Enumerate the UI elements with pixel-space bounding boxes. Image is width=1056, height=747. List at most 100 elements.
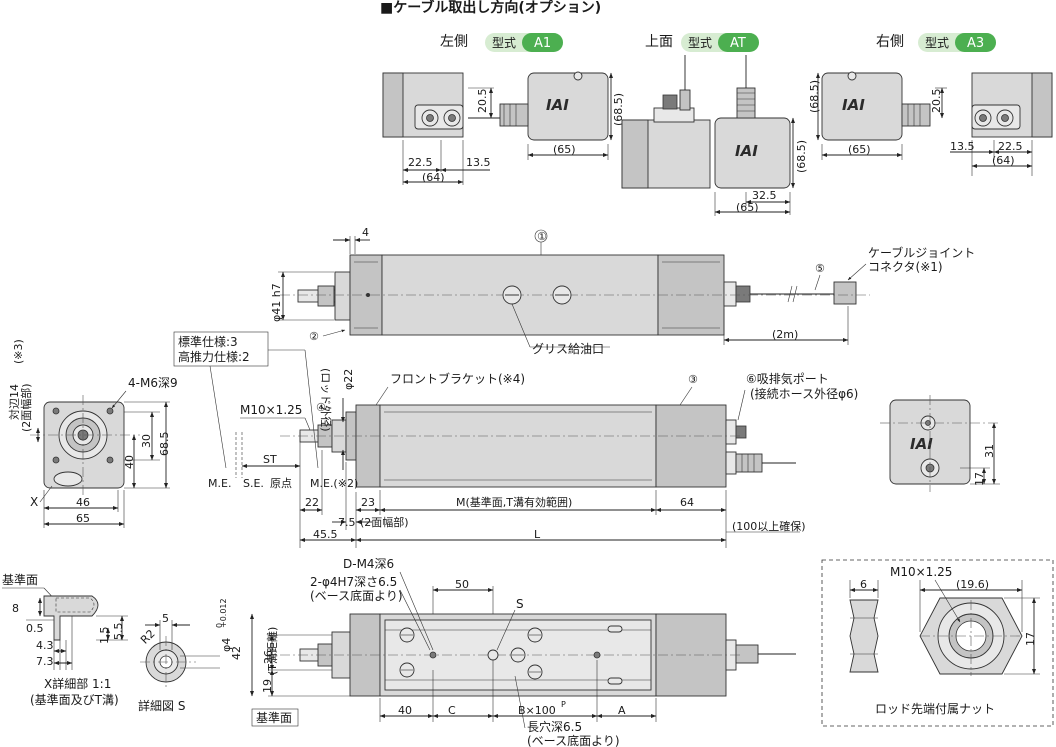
detail-s-dim-5: 5	[162, 612, 169, 625]
a1-dim-20-5: 20.5	[476, 89, 489, 114]
detail-x-dim-1-5: 1.5	[98, 627, 111, 645]
a3-dim-65: (65)	[848, 143, 871, 156]
model-code-left: A1	[534, 36, 551, 51]
detail-s: 5 R2 φ4 +0.012 0 詳細図 S	[138, 598, 233, 713]
at-side-view	[621, 55, 711, 189]
detail-x-dim-8: 8	[12, 602, 19, 615]
bottom-dim-p: P	[561, 700, 566, 709]
a3-dim-22-5: 22.5	[998, 140, 1023, 153]
air-port-label-1: ⑥吸排気ポート	[746, 371, 829, 386]
detail-s-r2: R2	[138, 627, 158, 647]
a3-iai-logo: IAI	[842, 96, 865, 114]
at-dim-65: (65)	[736, 201, 759, 214]
a3-dim-64: (64)	[992, 154, 1015, 167]
bottom-dim-c: C	[448, 704, 456, 717]
detail-s-tol-lo: 0	[215, 623, 224, 628]
a1-dim-22-5: 22.5	[408, 156, 433, 169]
end-across2-label: (2面幅部)	[19, 383, 33, 432]
bottom-base-face-label: 基準面	[256, 710, 292, 725]
rear-dim-17: 17	[973, 472, 986, 486]
direction-label-right: 右側 型式 A3	[876, 33, 996, 52]
nut-dim-6: 6	[860, 578, 867, 591]
side-marker-5: ⑤	[815, 262, 825, 275]
end-dim-40: 40	[123, 455, 136, 469]
a3-dim-68-5: (68.5)	[808, 80, 821, 113]
side-marker-1: ①	[537, 230, 547, 243]
bottom-dim-50: 50	[455, 578, 469, 591]
detail-x-ref-label: 基準面	[2, 572, 38, 587]
side-dim-phi41: φ41 h7	[270, 283, 283, 322]
front-origin-label: 原点	[270, 477, 292, 490]
direction-side-top: 上面	[645, 34, 673, 50]
end-x-label: X	[30, 495, 38, 509]
front-dim-m: M(基準面,T溝有効範囲)	[456, 495, 572, 509]
front-secure-label: (100以上確保)	[732, 519, 806, 533]
model-pill-top-accent	[718, 33, 759, 52]
front-me2-label: M.E.(※2)	[310, 477, 358, 490]
detail-x-dim-0-5: 0.5	[26, 622, 44, 635]
direction-label-left: 左側 型式 A1	[440, 33, 563, 52]
bottom-dim-42: 42	[230, 646, 243, 660]
rear-view: IAI 31 17	[880, 395, 1000, 492]
model-code-top: AT	[730, 36, 746, 51]
detail-x-caption-2: (基準面及びT溝)	[30, 692, 119, 707]
front-dim-phi22: φ22	[342, 369, 355, 390]
at-dim-32-5: 32.5	[752, 189, 777, 202]
a1-dim-68-5: (68.5)	[612, 93, 625, 126]
side-dim-2m: (2m)	[772, 328, 798, 341]
nut-m10-label: M10×1.25	[890, 565, 952, 579]
at-dim-68-5: (68.5)	[795, 140, 808, 173]
side-dim-4: 4	[362, 226, 369, 239]
cable-joint-label-2: コネクタ(※1)	[868, 260, 943, 274]
front-se-label: S.E.	[243, 477, 264, 490]
front-marker-4: ④	[316, 401, 326, 414]
detail-s-caption: 詳細図 S	[138, 698, 185, 713]
front-dim-7-5: 7.5	[338, 516, 356, 529]
end-view: 対辺14 (2面幅部) (※3) 4-M6深9 30 40 68.5 X 46 …	[7, 339, 178, 528]
a3-dim-20-5: 20.5	[930, 89, 943, 114]
rear-iai-logo: IAI	[910, 435, 933, 453]
front-dim-22: 22	[305, 496, 319, 509]
rod-od-label: (ロッド外径)	[319, 368, 332, 432]
front-dim-64: 64	[680, 496, 694, 509]
end-m6-label: 4-M6深9	[128, 376, 178, 390]
a3-side-view: 13.5 22.5 (64)	[950, 72, 1053, 176]
nut-detail: 6 M10×1.25 (19.6) 17 ロッド先端付属ナット	[821, 559, 1054, 727]
front-two-face-label: (2面幅部)	[360, 515, 409, 529]
a3-dim-13-5: 13.5	[950, 140, 975, 153]
detail-s-phi4: φ4	[220, 638, 233, 652]
at-iai-logo: IAI	[735, 142, 758, 160]
direction-label-top: 上面 型式 AT	[645, 33, 759, 52]
end-dim-46: 46	[76, 496, 90, 509]
std-spec-label: 標準仕様:3	[178, 334, 238, 349]
model-label-top: 型式	[688, 36, 712, 50]
bottom-slot2-label: (ベース底面より)	[527, 733, 620, 747]
rear-dim-31: 31	[983, 444, 996, 458]
a1-side-view: 20.5 22.5 13.5 (64)	[382, 72, 502, 185]
end-dim-30: 30	[140, 434, 153, 448]
nut-caption: ロッド先端付属ナット	[875, 702, 995, 716]
grease-port-label: グリス給油口	[532, 342, 604, 356]
bottom-dim-19: 19	[261, 679, 274, 693]
front-dim-45-5: 45.5	[313, 528, 338, 541]
nut-dim-19-6: (19.6)	[956, 578, 989, 591]
front-view: 標準仕様:3 高推力仕様:2 φ22 (ロッド外径) フロントブラケット(※4)…	[173, 331, 858, 548]
side-marker-2: ②	[309, 330, 319, 343]
bottom-dim-40: 40	[398, 704, 412, 717]
section-title: ■ケーブル取出し方向(オプション)	[380, 0, 601, 16]
end-dim-65: 65	[76, 512, 90, 525]
direction-side-right: 右側	[876, 34, 904, 50]
front-marker-3: ③	[688, 373, 698, 386]
front-me-label: M.E.	[208, 477, 231, 490]
air-port-label-2: (接続ホース外径φ6)	[750, 386, 858, 401]
side-view: 4 φ41 h7 ① ② ⑤ ケーブルジョイント コネクタ(※1) (2m) グ…	[270, 226, 975, 356]
a1-end-view: IAI (68.5) (65)	[499, 71, 625, 160]
a3-end-view: IAI (68.5) (65) 20.5	[808, 71, 947, 160]
front-dim-l: L	[534, 528, 541, 541]
bottom-pin2-label: (ベース底面より)	[310, 588, 403, 603]
detail-x-dim-5-5: 5.5	[112, 623, 125, 641]
front-dim-23: 23	[361, 496, 375, 509]
high-thrust-label: 高推力仕様:2	[178, 349, 250, 364]
direction-side-left: 左側	[440, 34, 468, 50]
